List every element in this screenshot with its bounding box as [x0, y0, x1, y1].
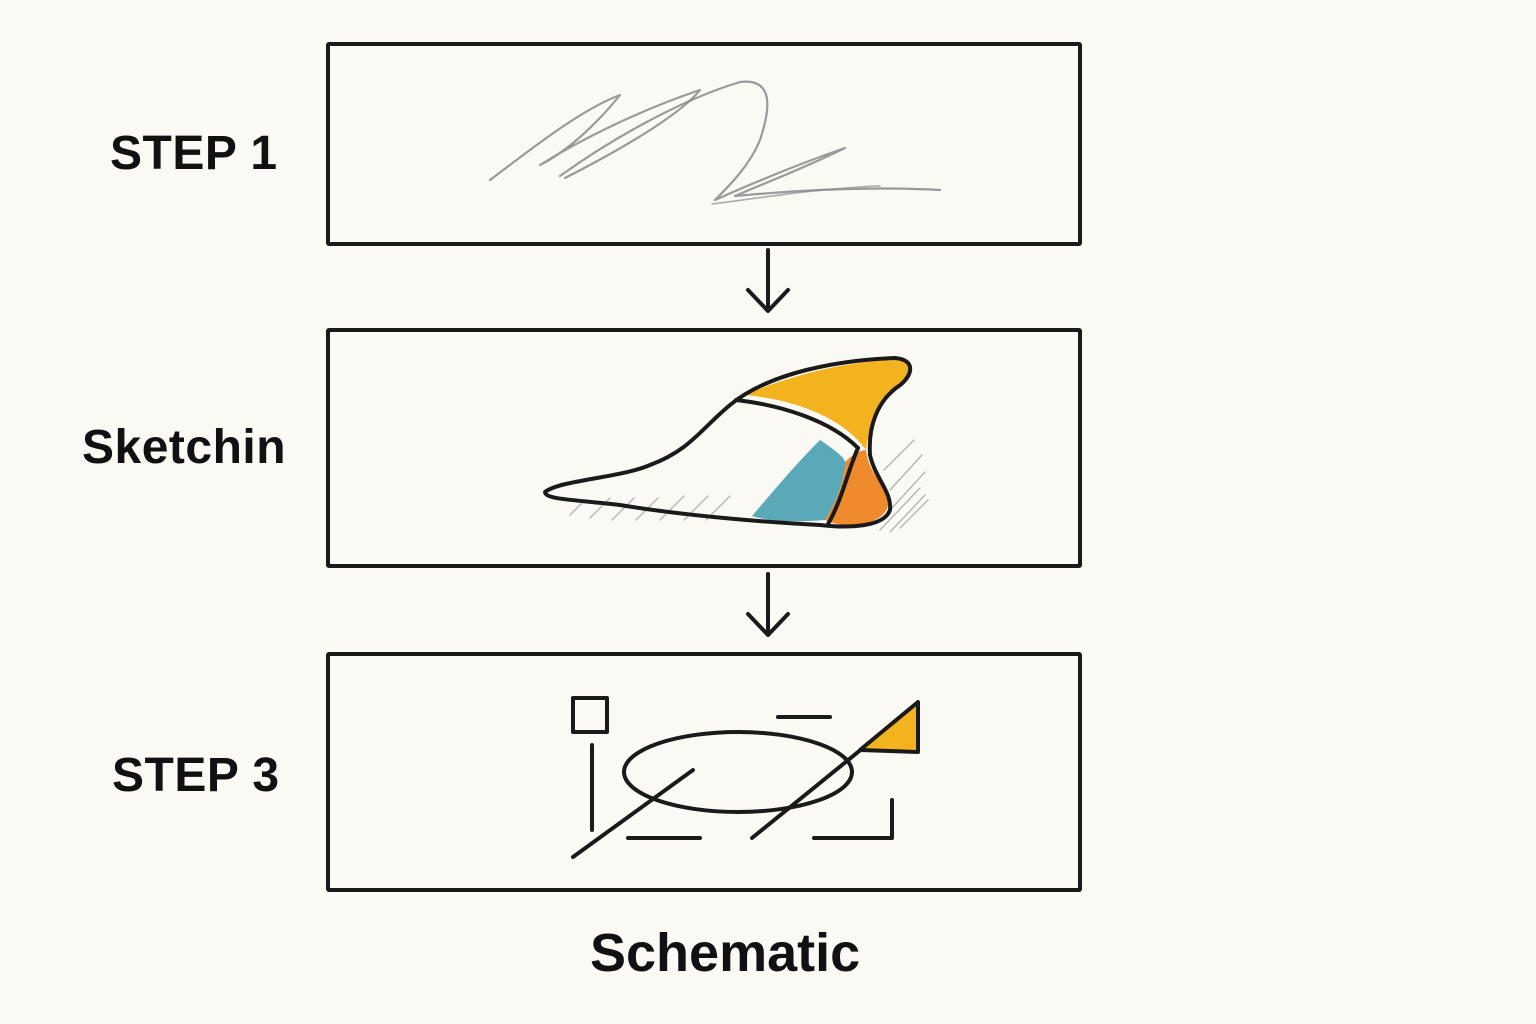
step-3-panel — [326, 652, 1082, 892]
step-2-panel — [326, 328, 1082, 568]
step-2-label: Sketchin — [82, 421, 287, 474]
step-1-label: STEP 1 — [110, 127, 278, 180]
arrow-down-icon — [746, 572, 790, 637]
step-3-label: STEP 3 — [112, 749, 280, 802]
arrow-down-icon — [746, 248, 790, 313]
colored-sketch-drawing — [543, 356, 929, 533]
schematic-drawing — [571, 696, 920, 859]
scribble-drawing — [488, 80, 942, 205]
step-1-panel — [326, 42, 1082, 246]
caption-schematic: Schematic — [590, 923, 861, 983]
